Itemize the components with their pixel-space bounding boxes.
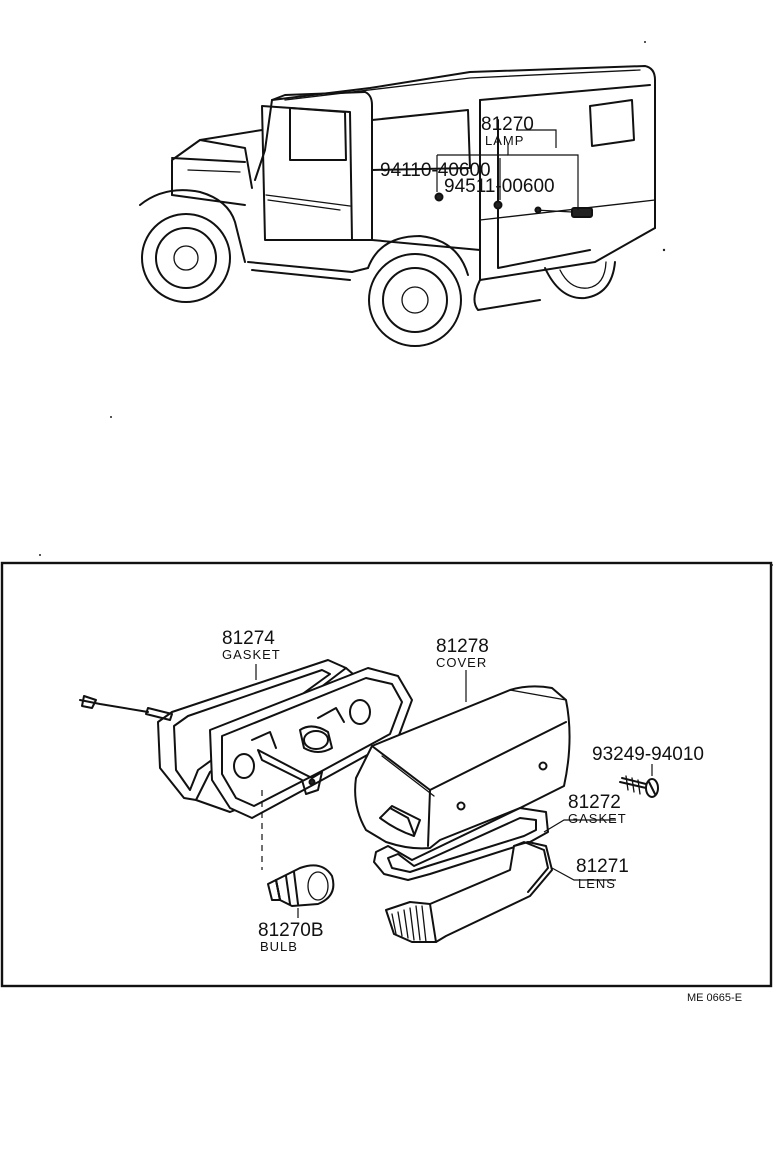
- nut-part-number: 94511-00600: [444, 176, 555, 197]
- screw-part-number: 94110-40600: [380, 160, 491, 181]
- screw-93249-94010: [619, 764, 659, 798]
- cover-81278: [354, 685, 571, 850]
- lamp-housing: [209, 667, 413, 819]
- cover-part-name: COVER: [436, 655, 487, 670]
- front-gasket-part-number: 81272: [568, 792, 621, 813]
- detail-frame: [0, 561, 773, 988]
- screw-detail-part-number: 93249-94010: [592, 744, 704, 765]
- lamp-part-number: 81270: [481, 114, 534, 135]
- detail-callouts: 81274 GASKET 81278 COVER 93249-94010 812…: [222, 628, 704, 954]
- vehicle-leader-lines: [436, 129, 579, 210]
- vehicle-illustration: [139, 41, 666, 347]
- cover-part-number: 81278: [436, 636, 489, 657]
- lens-part-number: 81271: [576, 856, 629, 877]
- bulb-part-number: 81270B: [258, 920, 324, 941]
- bulb-81270b: [261, 790, 335, 918]
- front-gasket-81272: [373, 807, 549, 881]
- vehicle-callouts: 81270 LAMP 94110-40600 94511-00600: [380, 114, 555, 197]
- front-gasket-part-name: GASKET: [568, 811, 627, 826]
- lens-81271: [385, 841, 553, 943]
- lens-part-name: LENS: [578, 876, 616, 891]
- rear-gasket-part-name: GASKET: [222, 647, 281, 662]
- lamp-part-name: LAMP: [485, 133, 524, 148]
- rear-gasket-part-number: 81274: [222, 628, 275, 649]
- exploded-lamp-assembly: [79, 659, 659, 943]
- reference-code: ME 0665-E: [687, 992, 742, 1004]
- wire-harness: [79, 699, 149, 713]
- detail-leader-lines: [255, 664, 616, 881]
- bulb-part-name: BULB: [260, 939, 298, 954]
